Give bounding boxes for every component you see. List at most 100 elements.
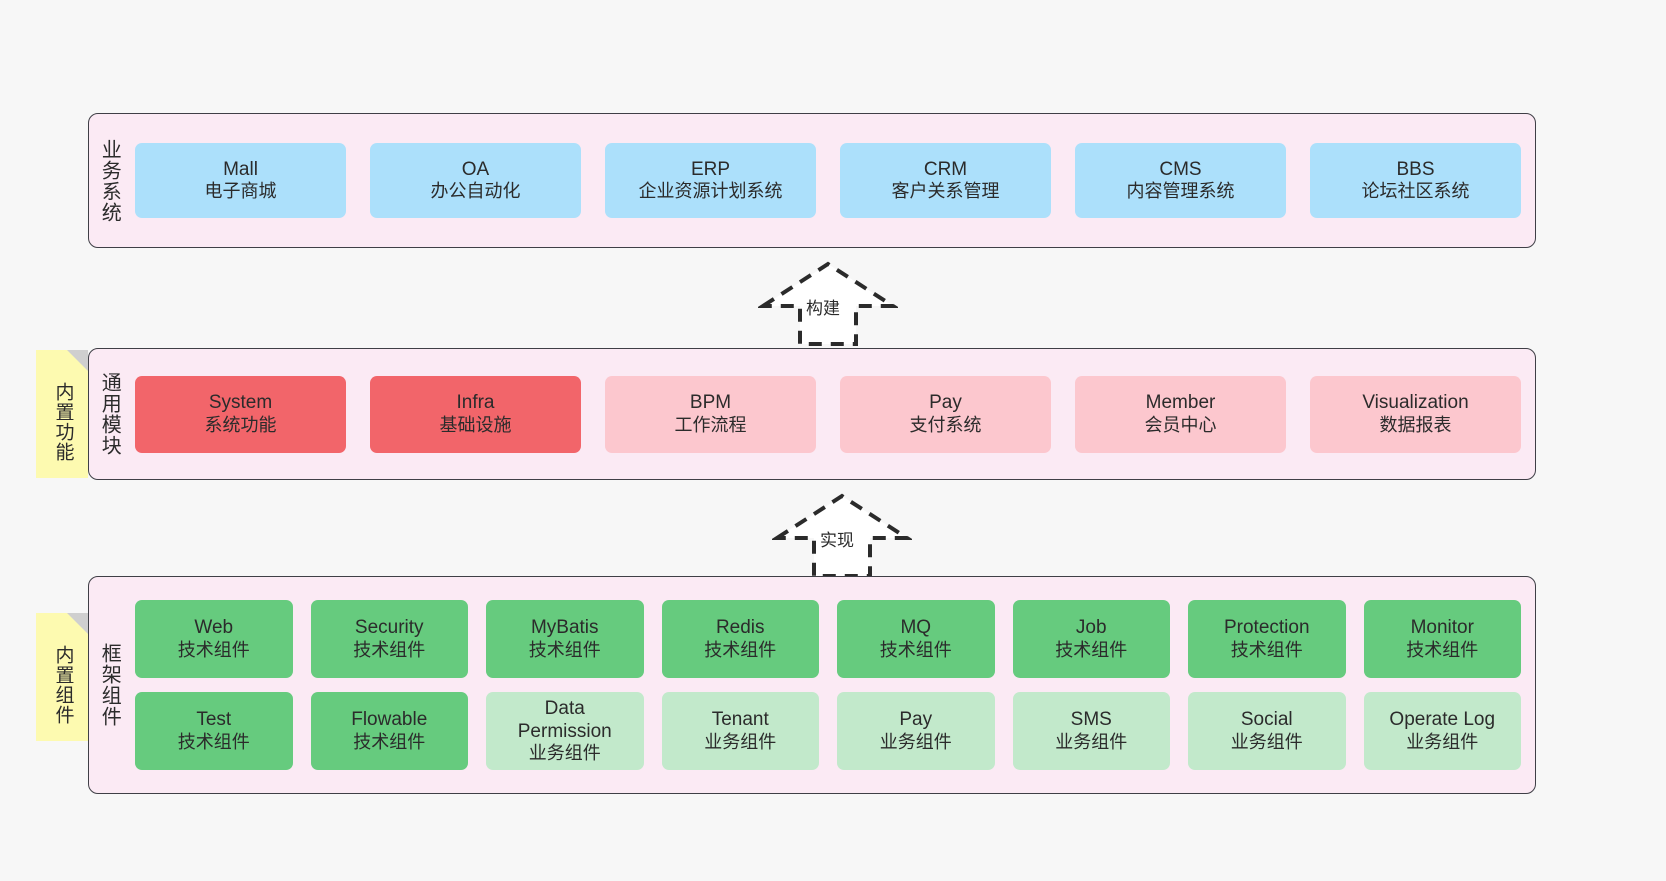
connector-build: 构建 bbox=[756, 258, 900, 348]
card-visualization[interactable]: Visualization 数据报表 bbox=[1310, 375, 1521, 453]
card-row: Mall 电子商城 OA 办公自动化 ERP 企业资源计划系统 CRM 客户关系… bbox=[135, 143, 1521, 218]
card-subtitle: 系统功能 bbox=[204, 414, 277, 435]
card-infra[interactable]: Infra 基础设施 bbox=[370, 375, 581, 453]
card-title: CMS bbox=[1159, 158, 1202, 180]
card-subtitle: 数据报表 bbox=[1379, 414, 1452, 435]
card-subtitle: 支付系统 bbox=[909, 414, 982, 435]
card-subtitle: 业务组件 bbox=[1055, 731, 1128, 752]
card-subtitle: 技术组件 bbox=[177, 731, 250, 752]
card-mall[interactable]: Mall 电子商城 bbox=[135, 143, 346, 218]
card-web[interactable]: Web 技术组件 bbox=[135, 600, 293, 678]
card-subtitle: 技术组件 bbox=[528, 639, 601, 660]
card-subtitle: 技术组件 bbox=[1406, 639, 1479, 660]
card-cms[interactable]: CMS 内容管理系统 bbox=[1075, 143, 1286, 218]
card-data-permission[interactable]: Data Permission 业务组件 bbox=[486, 692, 644, 770]
card-title: Flowable bbox=[351, 709, 428, 731]
card-tenant[interactable]: Tenant 业务组件 bbox=[661, 692, 819, 770]
card-job[interactable]: Job 技术组件 bbox=[1012, 600, 1170, 678]
layer-body-common-modules: System 系统功能 Infra 基础设施 BPM 工作流程 Pay 支付系统… bbox=[129, 349, 1535, 479]
card-subtitle: 基础设施 bbox=[439, 414, 512, 435]
card-title: SMS bbox=[1070, 709, 1112, 731]
card-title: Test bbox=[196, 709, 232, 731]
card-title: System bbox=[208, 392, 273, 414]
connector-implement: 实现 bbox=[770, 490, 914, 580]
card-subtitle: 技术组件 bbox=[353, 731, 426, 752]
card-member[interactable]: Member 会员中心 bbox=[1075, 375, 1286, 453]
card-operate-log[interactable]: Operate Log 业务组件 bbox=[1363, 692, 1521, 770]
generalization-arrow-icon bbox=[770, 493, 914, 578]
card-subtitle: 工作流程 bbox=[674, 414, 747, 435]
note-builtin-functions: 内置功能 bbox=[36, 350, 88, 478]
card-subtitle: 企业资源计划系统 bbox=[638, 181, 783, 202]
card-bbs[interactable]: BBS 论坛社区系统 bbox=[1310, 143, 1521, 218]
card-crm[interactable]: CRM 客户关系管理 bbox=[840, 143, 1051, 218]
card-subtitle: 业务组件 bbox=[528, 743, 601, 764]
connector-label: 构建 bbox=[806, 299, 840, 318]
card-subtitle: 技术组件 bbox=[704, 639, 777, 660]
card-social[interactable]: Social 业务组件 bbox=[1188, 692, 1346, 770]
card-title: Mall bbox=[223, 158, 258, 180]
card-protection[interactable]: Protection 技术组件 bbox=[1188, 600, 1346, 678]
card-title: Job bbox=[1075, 617, 1107, 639]
generalization-arrow-icon bbox=[756, 261, 900, 346]
card-security[interactable]: Security 技术组件 bbox=[310, 600, 468, 678]
card-title: ERP bbox=[690, 158, 731, 180]
card-subtitle: 电子商城 bbox=[204, 181, 277, 202]
card-title: Security bbox=[354, 617, 424, 639]
card-subtitle: 技术组件 bbox=[177, 639, 250, 660]
card-row-technical: Web 技术组件 Security 技术组件 MyBatis 技术组件 Redi… bbox=[135, 600, 1521, 678]
card-monitor[interactable]: Monitor 技术组件 bbox=[1363, 600, 1521, 678]
card-mybatis[interactable]: MyBatis 技术组件 bbox=[486, 600, 644, 678]
note-builtin-components: 内置组件 bbox=[36, 613, 88, 741]
note-label: 内置组件 bbox=[52, 645, 74, 725]
layer-business-systems: 业务系统 Mall 电子商城 OA 办公自动化 ERP 企业资源计划系统 CRM… bbox=[88, 113, 1536, 248]
card-oa[interactable]: OA 办公自动化 bbox=[370, 143, 581, 218]
card-subtitle: 论坛社区系统 bbox=[1361, 181, 1470, 202]
card-subtitle: 业务组件 bbox=[704, 731, 777, 752]
card-subtitle: 业务组件 bbox=[1230, 731, 1303, 752]
card-title: Infra bbox=[456, 392, 495, 414]
card-title: BBS bbox=[1396, 158, 1435, 180]
card-title: BPM bbox=[689, 392, 732, 414]
card-subtitle: 技术组件 bbox=[353, 639, 426, 660]
connector-label: 实现 bbox=[820, 531, 854, 550]
card-title: Data Permission bbox=[517, 697, 612, 743]
card-title: OA bbox=[461, 158, 490, 180]
card-redis[interactable]: Redis 技术组件 bbox=[661, 600, 819, 678]
card-pay-business[interactable]: Pay 业务组件 bbox=[837, 692, 995, 770]
card-subtitle: 客户关系管理 bbox=[891, 181, 1000, 202]
card-pay[interactable]: Pay 支付系统 bbox=[840, 375, 1051, 453]
card-subtitle: 业务组件 bbox=[879, 731, 952, 752]
card-sms[interactable]: SMS 业务组件 bbox=[1012, 692, 1170, 770]
card-subtitle: 业务组件 bbox=[1406, 731, 1479, 752]
card-erp[interactable]: ERP 企业资源计划系统 bbox=[605, 143, 816, 218]
card-subtitle: 技术组件 bbox=[879, 639, 952, 660]
card-row: System 系统功能 Infra 基础设施 BPM 工作流程 Pay 支付系统… bbox=[135, 375, 1521, 453]
card-title: MyBatis bbox=[530, 617, 599, 639]
card-title: Member bbox=[1145, 392, 1216, 414]
card-mq[interactable]: MQ 技术组件 bbox=[837, 600, 995, 678]
layer-framework-components: 框架组件 Web 技术组件 Security 技术组件 MyBatis 技术组件… bbox=[88, 576, 1536, 794]
card-subtitle: 内容管理系统 bbox=[1126, 181, 1235, 202]
card-system[interactable]: System 系统功能 bbox=[135, 375, 346, 453]
card-bpm[interactable]: BPM 工作流程 bbox=[605, 375, 816, 453]
card-subtitle: 技术组件 bbox=[1230, 639, 1303, 660]
card-subtitle: 办公自动化 bbox=[430, 181, 521, 202]
note-fold-icon bbox=[67, 350, 88, 371]
card-title: Operate Log bbox=[1389, 709, 1496, 731]
card-subtitle: 技术组件 bbox=[1055, 639, 1128, 660]
card-title: Social bbox=[1240, 709, 1293, 731]
note-fold-icon bbox=[67, 613, 88, 634]
card-title: MQ bbox=[900, 617, 932, 639]
card-title: CRM bbox=[923, 158, 968, 180]
card-flowable[interactable]: Flowable 技术组件 bbox=[310, 692, 468, 770]
card-title: Monitor bbox=[1410, 617, 1474, 639]
card-title: Pay bbox=[899, 709, 933, 731]
card-title: Web bbox=[194, 617, 234, 639]
card-test[interactable]: Test 技术组件 bbox=[135, 692, 293, 770]
layer-title-common-modules: 通用模块 bbox=[98, 372, 121, 456]
card-title: Visualization bbox=[1362, 392, 1469, 414]
layer-title-business-systems: 业务系统 bbox=[98, 138, 121, 223]
card-title: Pay bbox=[929, 392, 962, 414]
